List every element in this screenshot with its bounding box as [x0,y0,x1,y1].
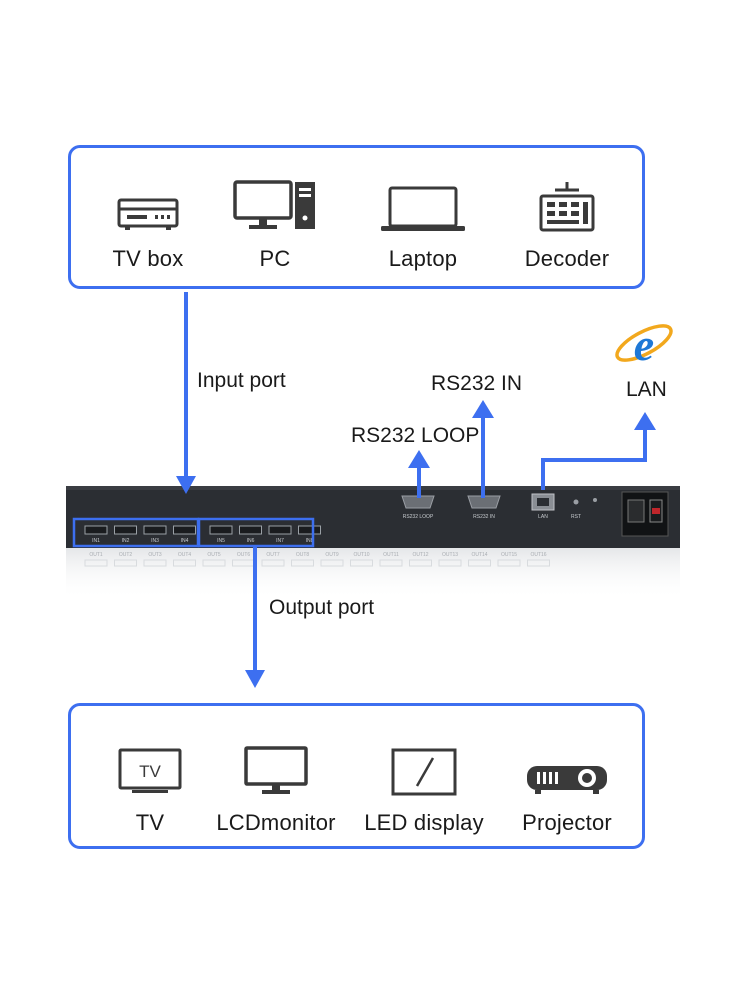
svg-text:e: e [634,319,654,370]
hdmi-input-port [298,525,321,535]
device-pc: PC [205,172,345,272]
device-label: PC [259,246,291,271]
serial-port-tag: RS232 IN [473,514,495,520]
input-port-tag: IN5 [217,538,225,544]
device-label: Projector [522,810,612,835]
input-port-arrowhead [176,476,196,494]
hdmi-input-port [209,525,233,535]
output-port-tag: OUT1 [89,552,103,558]
hdmi-output-port [261,559,285,567]
tv-box-icon [117,198,179,230]
tv-icon: TV [118,748,182,793]
input-port-tag: IN8 [306,538,314,544]
output-devices-panel: TV TV LCDmonitor LED display [68,703,645,849]
device-label: Decoder [524,246,610,271]
output-port-arrowhead [245,670,265,688]
input-port-tag: IN4 [181,538,189,544]
output-port-tag: OUT10 [353,552,369,558]
device-label: LED display [364,810,484,835]
output-port-tag: OUT3 [148,552,162,558]
hdmi-output-port [291,559,314,567]
rs232-loop-arrowhead [408,450,430,468]
output-port-tag: OUT12 [412,552,428,558]
hdmi-output-port [202,559,226,567]
tv-screen-text: TV [139,762,161,781]
hdmi-output-port [320,559,344,567]
hdmi-output-port [350,559,373,567]
hdmi-input-port [84,525,108,535]
rs232-in-label: RS232 IN [431,372,523,395]
device-label: LCDmonitor [216,810,336,835]
lcd-monitor-icon [244,746,308,794]
output-port-tag: OUT13 [442,552,458,558]
lan-port-tag: LAN [538,514,548,520]
input-port-tag: IN6 [247,538,255,544]
hdmi-output-port [114,559,137,567]
output-port-tag: OUT11 [383,552,399,558]
hdmi-output-port [84,559,108,567]
output-port-tag: OUT6 [237,552,251,558]
hdmi-output-port [379,559,403,567]
device-label: Laptop [388,246,458,271]
device-lcd-monitor: LCDmonitor [206,736,346,836]
hdmi-output-port [527,559,550,567]
lan-arrowhead [634,412,656,430]
device-label: TV box [112,246,184,271]
hdmi-output-port [468,559,491,567]
device-decoder: Decoder [497,172,637,272]
rs232-loop-label: RS232 LOOP [351,424,480,447]
hdmi-output-port [232,559,255,567]
device-label: TV [135,810,165,835]
hdmi-output-port [143,559,167,567]
hdmi-output-port [173,559,196,567]
output-port-tag: OUT8 [296,552,310,558]
rs232-in-arrowhead [472,400,494,418]
input-port-label: Input port [197,369,286,392]
reset-tag: RST [571,514,581,520]
device-tv-box: TV box [78,172,218,272]
device-laptop: Laptop [353,172,493,272]
output-port-tag: OUT4 [178,552,192,558]
device-tv: TV TV [80,736,220,836]
device-led-display: LED display [354,736,494,836]
output-port-tag: OUT9 [325,552,339,558]
decoder-icon [539,182,595,232]
output-port-tag: OUT7 [266,552,280,558]
input-port-tag: IN2 [122,538,130,544]
device-projector: Projector [497,736,637,836]
hdmi-input-port [114,525,137,535]
hdmi-output-port [409,559,432,567]
input-port-tag: IN1 [92,538,100,544]
output-port-tag: OUT14 [471,552,487,558]
input-port-tag: IN7 [276,538,284,544]
input-port-tag: IN3 [151,538,159,544]
laptop-icon [381,186,465,231]
hdmi-output-port [438,559,462,567]
lan-label: LAN [626,378,667,401]
hdmi-output-port [497,559,521,567]
projector-icon [527,766,607,794]
lan-arrow [541,426,647,490]
hdmi-input-port [239,525,262,535]
desktop-pc-icon [233,180,315,229]
hdmi-input-port [268,525,292,535]
output-port-label: Output port [269,596,375,619]
output-port-tag: OUT5 [207,552,221,558]
serial-port-tag: RS232 LOOP [403,514,434,520]
led-display-icon [391,748,457,796]
internet-explorer-icon: e [615,319,673,370]
hdmi-input-port [173,525,196,535]
output-port-tag: OUT2 [119,552,133,558]
hdmi-input-port [143,525,167,535]
output-port-tag: OUT15 [501,552,517,558]
input-devices-panel: TV box PC Laptop [68,145,645,289]
output-port-tag: OUT16 [530,552,546,558]
